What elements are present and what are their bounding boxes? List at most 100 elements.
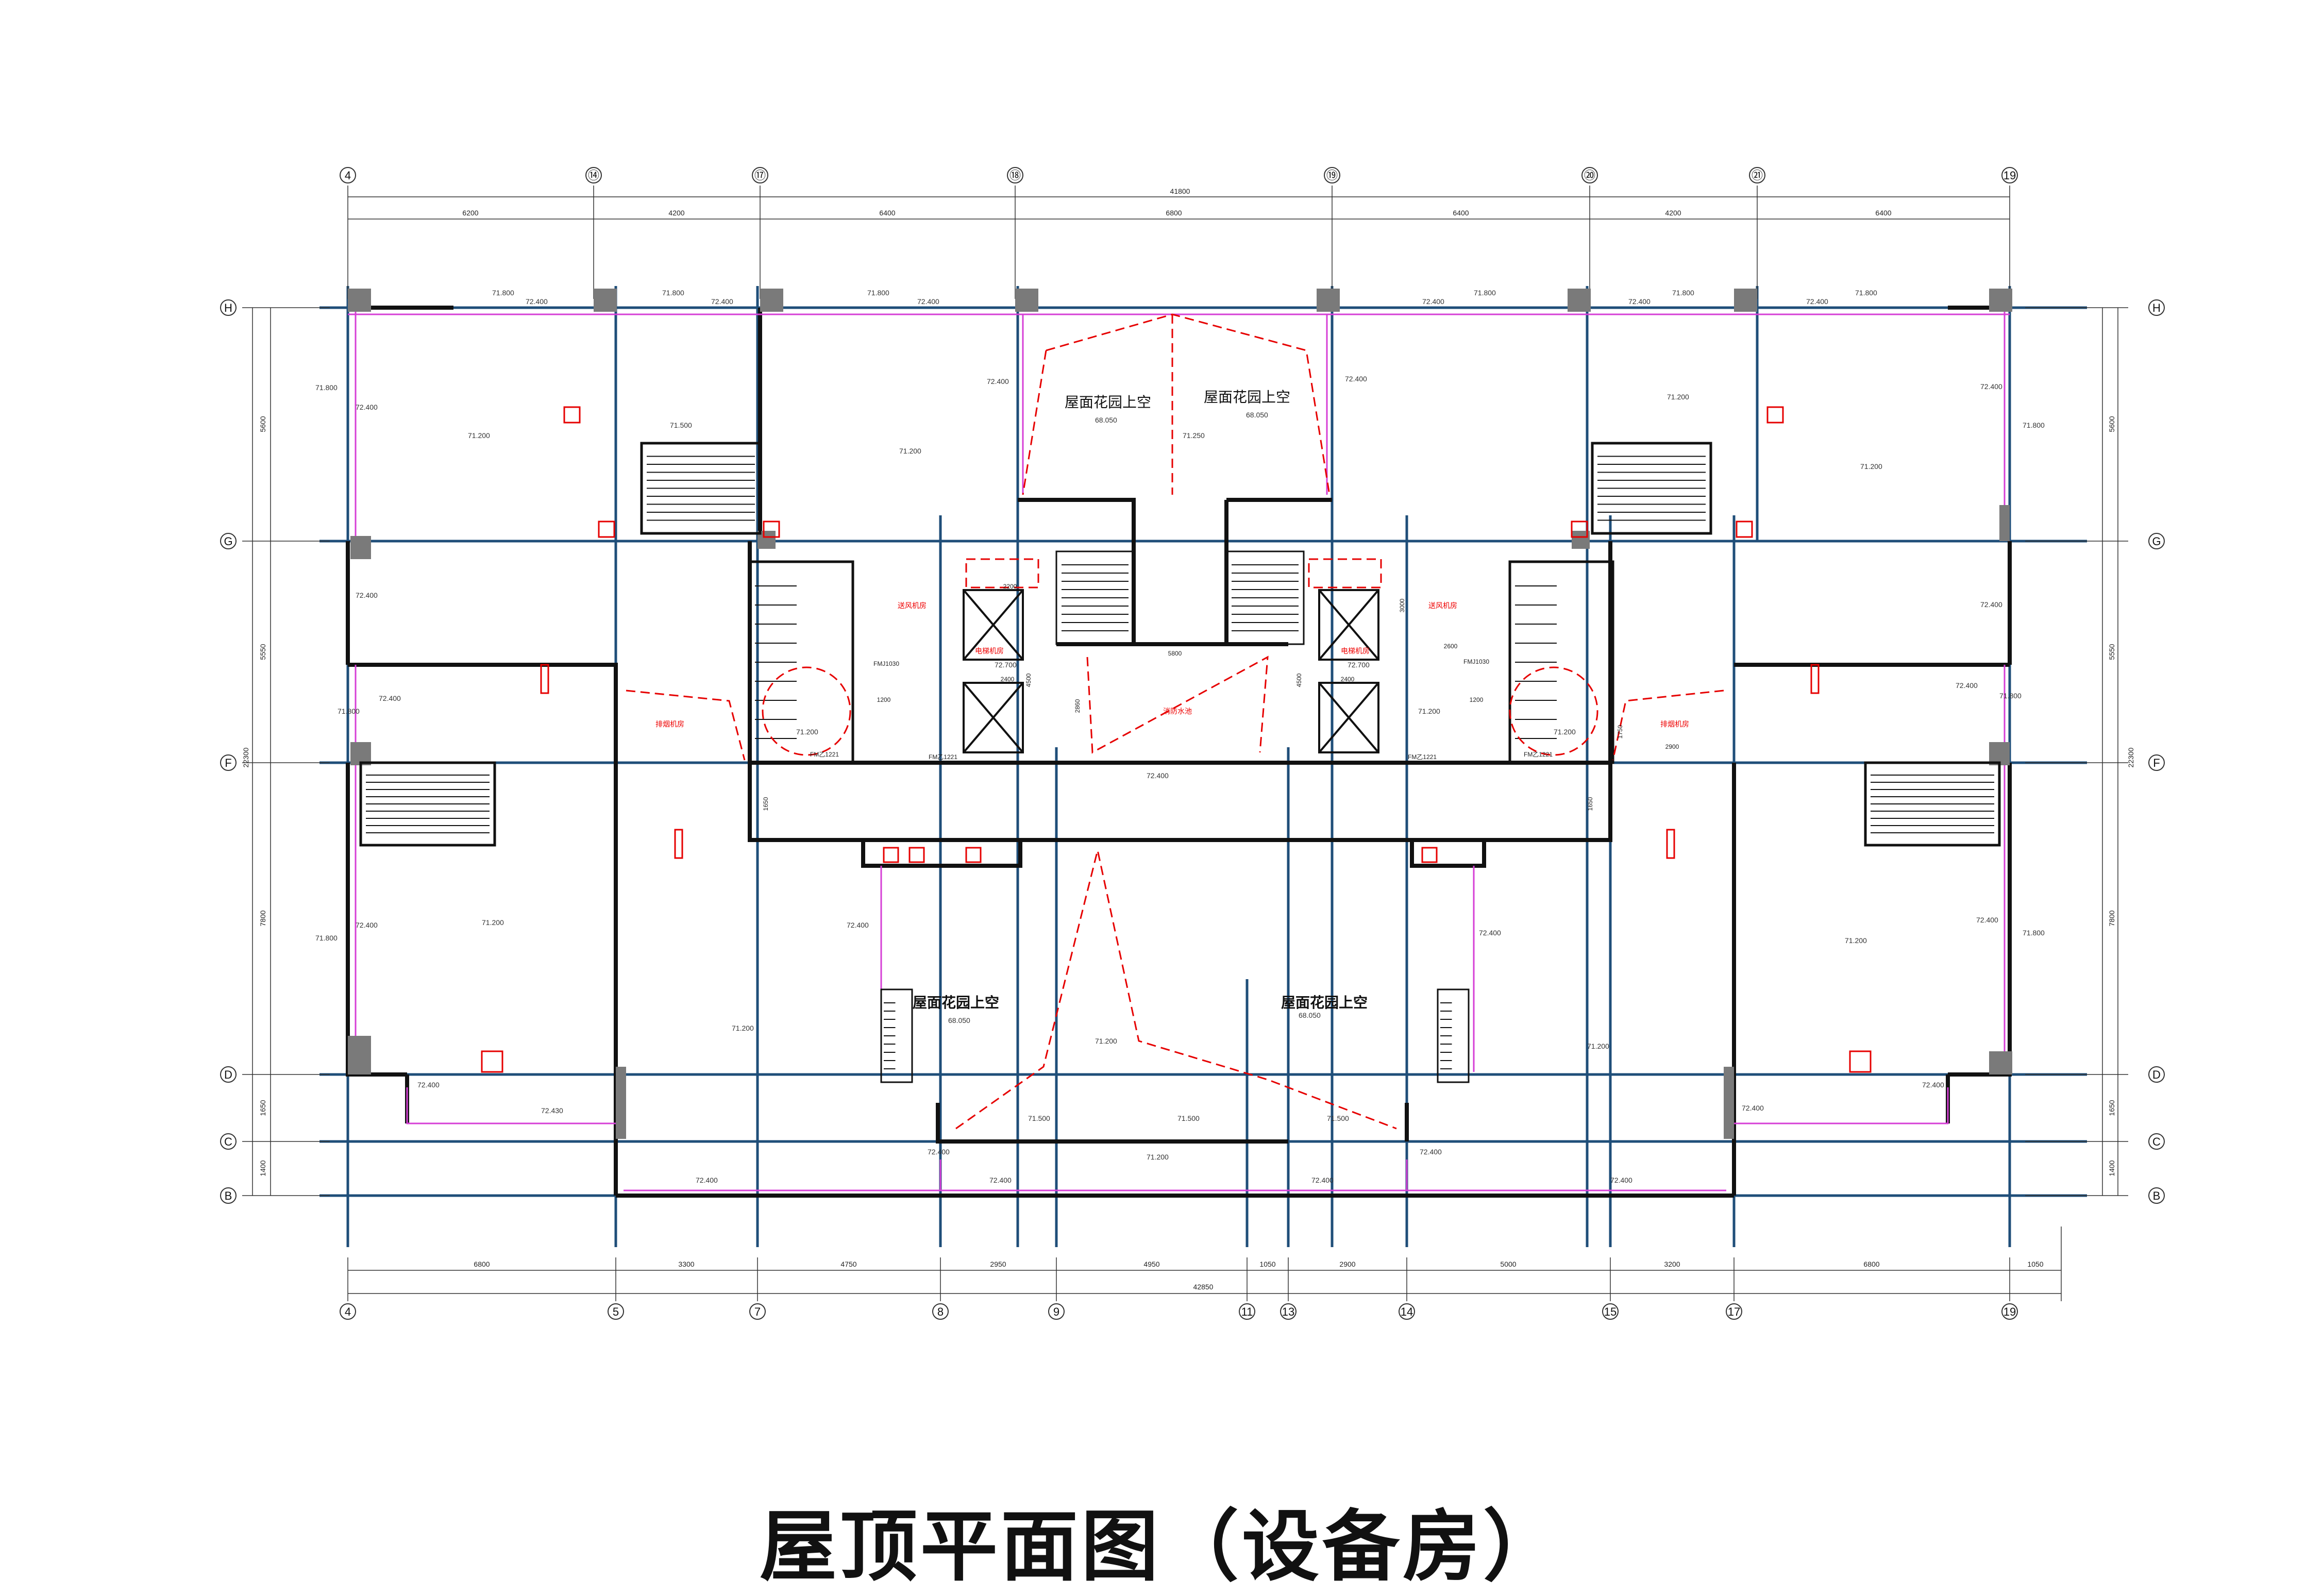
left-dimension-text: 5600 5550 7800 1650 1400 22300 (242, 416, 267, 1176)
axis-label-top: 19 (2004, 169, 2016, 182)
inner-dim: 2600 (1444, 643, 1458, 650)
dim-segment: 4200 (1665, 209, 1681, 217)
right-dimension-text: 5600 5550 7800 1650 1400 22300 (2108, 416, 2135, 1176)
axis-label-top: ⑭ (588, 169, 599, 182)
door-label: FM乙1221 (1524, 751, 1553, 758)
dim-segment: 7800 (259, 910, 267, 926)
elev-mark: 71.200 (899, 447, 921, 455)
label-garden-void-lower-left: 屋面花园上空 (913, 994, 999, 1011)
label-water-tank: 消防水池 (1163, 708, 1192, 716)
dim-segment: 1050 (2027, 1260, 2043, 1268)
elev-mark: 72.400 (356, 403, 378, 411)
elev-mark: 72.400 (1628, 297, 1651, 306)
dim-total-top: 41800 (1170, 187, 1190, 195)
label-exhaust-left: 排烟机房 (655, 720, 684, 729)
dim-segment: 7800 (2108, 910, 2116, 926)
roof-drains (481, 406, 1872, 1073)
elev-mark: 71.800 (1672, 289, 1694, 297)
inner-dim: 2200 (1003, 583, 1017, 590)
elev-mark: 71.800 (338, 707, 360, 715)
dim-segment: 5600 (2108, 416, 2116, 432)
elev-mark: 72.400 (356, 921, 378, 929)
stairs (359, 442, 2001, 1083)
elev-mark: 71.200 (1587, 1042, 1609, 1050)
stair-treads (366, 456, 1994, 1069)
elev-mark: 71.500 (670, 421, 692, 429)
elev-mark: 71.500 (1177, 1114, 1200, 1122)
elev-mark: 71.500 (1028, 1114, 1050, 1122)
dim-segment: 1400 (2108, 1160, 2116, 1176)
elev-mark: 72.700 (995, 661, 1017, 669)
elev-mark: 72.400 (356, 591, 378, 599)
dim-segment: 1050 (1259, 1260, 1275, 1268)
inner-dim: 1650 (1587, 797, 1594, 811)
axis-label-bottom: 5 (613, 1305, 619, 1318)
dim-total-right: 22300 (2127, 747, 2135, 767)
dim-segment: 5550 (2108, 644, 2116, 660)
inner-dim: 2860 (1074, 699, 1081, 713)
door-label: FM乙1221 (810, 751, 839, 758)
elev-mark: 68.050 (1246, 411, 1268, 419)
top-dimension-chain (347, 186, 2010, 299)
label-garden-void-upper-right: 屋面花园上空 (1204, 389, 1290, 406)
dim-total-bottom: 42850 (1193, 1283, 1214, 1291)
axis-label-top: ㉑ (1752, 169, 1763, 182)
elev-mark: 71.800 (315, 934, 338, 942)
drawing-title: 屋顶平面图（设备房） (759, 1501, 1563, 1592)
dim-segment: 6800 (1863, 1260, 1879, 1268)
inner-dim: 1750 (1617, 725, 1624, 738)
elev-mark: 71.250 (1183, 431, 1205, 440)
left-axis-labels: H G F D C B (224, 301, 232, 1202)
elev-mark: 71.800 (662, 289, 684, 297)
dim-segment: 3200 (1664, 1260, 1680, 1268)
elev-mark: 71.800 (1855, 289, 1877, 297)
elev-mark: 71.800 (2023, 929, 2045, 937)
dim-segment: 6400 (1453, 209, 1469, 217)
dim-segment: 3300 (678, 1260, 694, 1268)
dim-segment: 2900 (1339, 1260, 1355, 1268)
inner-dim: 2900 (1665, 743, 1679, 750)
left-dimension-chain (242, 307, 330, 1196)
elev-mark: 72.400 (1742, 1104, 1764, 1112)
elev-mark: 71.800 (315, 383, 338, 392)
inner-dim: 2400 (1001, 676, 1015, 683)
label-exhaust-right: 排烟机房 (1660, 720, 1689, 729)
elev-mark: 71.800 (867, 289, 889, 297)
dim-segment: 6800 (474, 1260, 490, 1268)
elev-mark: 71.800 (1474, 289, 1496, 297)
inner-dim: 5800 (1168, 650, 1182, 657)
elev-mark: 72.400 (1345, 375, 1367, 383)
axis-label-bottom: 4 (345, 1305, 351, 1318)
dim-total-left: 22300 (242, 747, 250, 767)
dim-segment: 4750 (840, 1260, 856, 1268)
elev-mark: 68.050 (1299, 1011, 1321, 1019)
elev-mark: 71.800 (2023, 421, 2045, 429)
elev-mark: 72.400 (1420, 1148, 1442, 1156)
elev-mark: 68.050 (1095, 416, 1117, 424)
inner-dim: 3000 (1399, 598, 1406, 612)
axis-label-top: ⑰ (754, 169, 766, 182)
elev-mark: 72.400 (1311, 1176, 1334, 1184)
axis-label-top: ⑲ (1326, 169, 1338, 182)
elev-mark: 71.800 (1999, 692, 2022, 700)
axis-label-bottom: 17 (1728, 1305, 1740, 1318)
elev-mark: 72.400 (526, 297, 548, 306)
axis-label-left: B (225, 1189, 232, 1202)
elev-mark: 72.400 (1147, 771, 1169, 780)
axis-label-right: B (2153, 1189, 2161, 1202)
elev-mark: 72.400 (1980, 382, 2002, 391)
axis-label-bottom: 9 (1053, 1305, 1059, 1318)
top-dimension-text: 41800 6200 4200 6400 6800 6400 4200 6400 (462, 187, 1891, 217)
elev-mark: 72.400 (1422, 297, 1444, 306)
axis-label-left: F (225, 757, 231, 769)
elev-mark: 72.400 (987, 377, 1009, 385)
inner-dim: 1200 (877, 696, 891, 703)
columns (348, 289, 2012, 1139)
dim-segment: 6400 (879, 209, 895, 217)
bottom-axis-labels: 4 5 7 8 9 11 13 14 15 17 19 (345, 1305, 2016, 1318)
inner-dimensions: 2200 4500 2400 1200 5800 2860 4500 2400 … (762, 583, 1679, 811)
axis-label-left: C (224, 1135, 232, 1148)
elev-mark: 72.400 (696, 1176, 718, 1184)
axis-label-left: D (224, 1068, 232, 1081)
